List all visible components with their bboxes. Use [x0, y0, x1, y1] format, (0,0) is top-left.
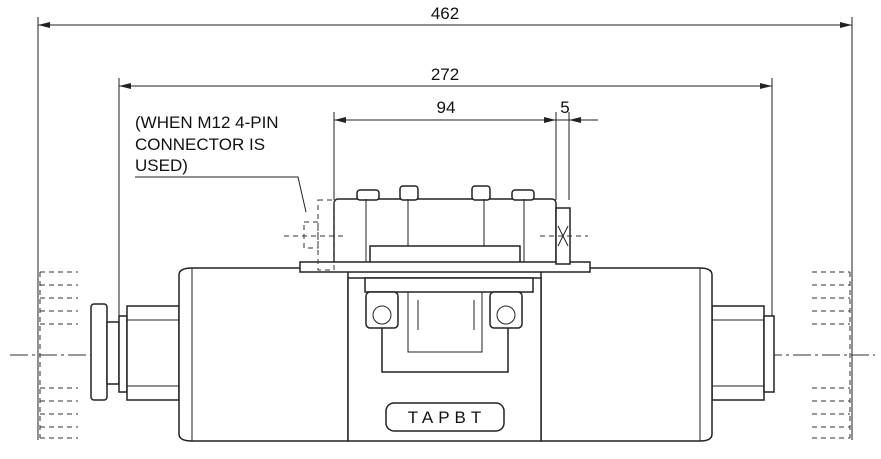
dimension-connector-offset-label: 5	[560, 98, 569, 117]
m12-connector-phantom	[284, 199, 344, 271]
dimension-overall: 462	[37, 4, 853, 440]
connector-housing	[299, 185, 591, 273]
right-solenoid	[540, 267, 713, 442]
port-label-plate: TAPBT	[385, 402, 505, 432]
dimension-connector-width: 94	[333, 98, 557, 200]
dimension-solenoid-span-label: 272	[431, 65, 459, 84]
left-solenoid	[178, 267, 349, 442]
dimension-connector-offset: 5	[556, 98, 598, 200]
note-line-2: CONNECTOR IS	[135, 135, 265, 154]
dimension-overall-label: 462	[431, 4, 459, 23]
right-phantom-override	[812, 271, 851, 439]
note-line-3: USED)	[135, 156, 188, 175]
dimension-solenoid-span: 272	[118, 65, 773, 318]
note-line-1: (WHEN M12 4-PIN	[135, 113, 279, 132]
port-label-text: TAPBT	[408, 408, 487, 427]
right-manual-override	[711, 305, 775, 401]
left-manual-override	[90, 303, 180, 401]
connector-note: (WHEN M12 4-PIN CONNECTOR IS USED)	[135, 113, 307, 213]
left-phantom-override	[39, 271, 78, 439]
dimension-connector-width-label: 94	[437, 98, 456, 117]
